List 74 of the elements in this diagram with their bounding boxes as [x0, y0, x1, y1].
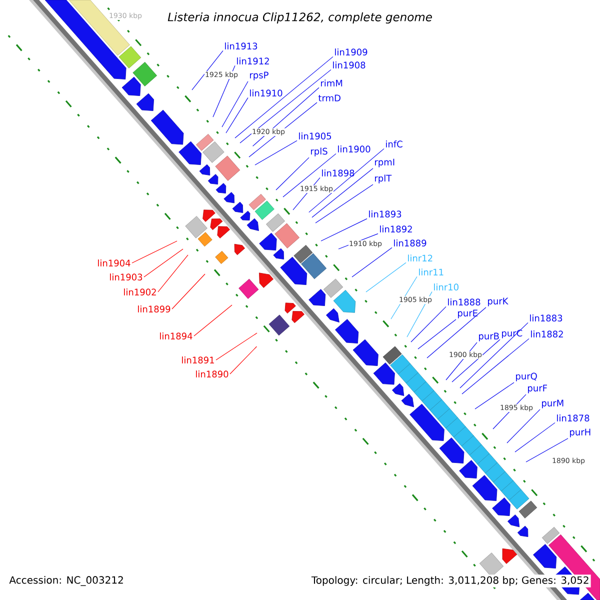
gene-label: lin1913: [225, 42, 258, 50]
gene-label: lin1909: [335, 48, 368, 56]
title: Listeria innocua Clip11262, complete genome: [168, 12, 432, 24]
gene-label: rplS: [311, 148, 328, 156]
gene-label: lin1899: [138, 306, 170, 312]
leader-line: [462, 338, 530, 394]
gene-label: purM: [542, 400, 564, 408]
leader-line: [366, 262, 406, 292]
gene-label: purQ: [516, 372, 537, 382]
leader-line: [410, 306, 446, 342]
leader-line: [252, 87, 320, 146]
leader-line: [240, 69, 332, 144]
gene-label: purE: [458, 310, 478, 318]
leader-line: [418, 319, 456, 350]
gene-label: rplT: [375, 174, 392, 184]
leader-line: [230, 346, 257, 374]
leader-line: [216, 332, 258, 360]
leader-line: [460, 322, 528, 388]
leader-line: [234, 56, 334, 138]
gene-label: purK: [488, 298, 508, 306]
gene-label: lin1912: [237, 58, 269, 64]
leader-line: [320, 218, 368, 242]
leader-line: [194, 304, 232, 336]
gene-label: purF: [528, 384, 547, 394]
leader-line: [144, 248, 184, 278]
leader-line: [312, 168, 374, 218]
leader-line: [426, 307, 486, 358]
gene-label: lin1883: [530, 314, 562, 322]
gene-label: lin1904: [98, 260, 130, 266]
accession-label: Accession: NC_003212: [9, 576, 123, 586]
leader-line: [506, 409, 540, 444]
leader-line: [315, 184, 374, 224]
gene-label: lin1882: [531, 330, 563, 338]
gene-label: lin1905: [299, 132, 332, 140]
leader-line: [514, 422, 556, 452]
leader-line: [222, 81, 248, 128]
genome-info-label: Topology: circular; Length: 3,011,208 bp; Genes: 3,052: [310, 574, 591, 588]
gene-label: lin1894: [160, 332, 192, 340]
leader-line: [254, 140, 298, 166]
gene-label: lin1890: [196, 370, 228, 378]
gene-label: linr12: [408, 254, 432, 262]
gene-label: trmD: [318, 94, 340, 102]
gene-label: rpmI: [375, 158, 394, 168]
leader-line: [526, 438, 568, 462]
gene-label: rpsP: [250, 72, 268, 80]
gene-label: lin1889: [394, 240, 426, 246]
gene-label: lin1903: [110, 274, 142, 280]
gene-label: lin1900: [338, 146, 370, 152]
gene-label: lin1891: [182, 356, 214, 364]
gene-label: lin1902: [124, 288, 156, 296]
leader-line: [226, 97, 248, 134]
gene-label: lin1910: [250, 90, 282, 96]
leader-line: [308, 148, 384, 213]
leader-line: [158, 254, 188, 292]
gene-label: rimM: [321, 80, 342, 86]
leader-line: [172, 274, 206, 310]
gene-label: lin1878: [557, 414, 590, 422]
leader-line: [452, 339, 500, 382]
gene-label: purH: [570, 428, 590, 438]
gene-label: linr11: [419, 268, 444, 276]
gene-label: lin1898: [322, 170, 354, 176]
gene-label: lin1908: [333, 62, 366, 68]
gene-label: lin1892: [380, 226, 412, 232]
leader-line: [352, 247, 392, 278]
gene-label: lin1893: [369, 210, 402, 218]
leader-line: [474, 382, 514, 410]
leader-line: [132, 240, 178, 264]
leader-line: [192, 50, 224, 90]
gene-label: linr10: [434, 284, 458, 290]
leader-line: [276, 157, 310, 190]
gene-label: purB: [479, 332, 499, 342]
leader-line: [282, 153, 336, 198]
gene-label: infC: [386, 140, 402, 148]
gene-label: lin1888: [448, 298, 480, 306]
